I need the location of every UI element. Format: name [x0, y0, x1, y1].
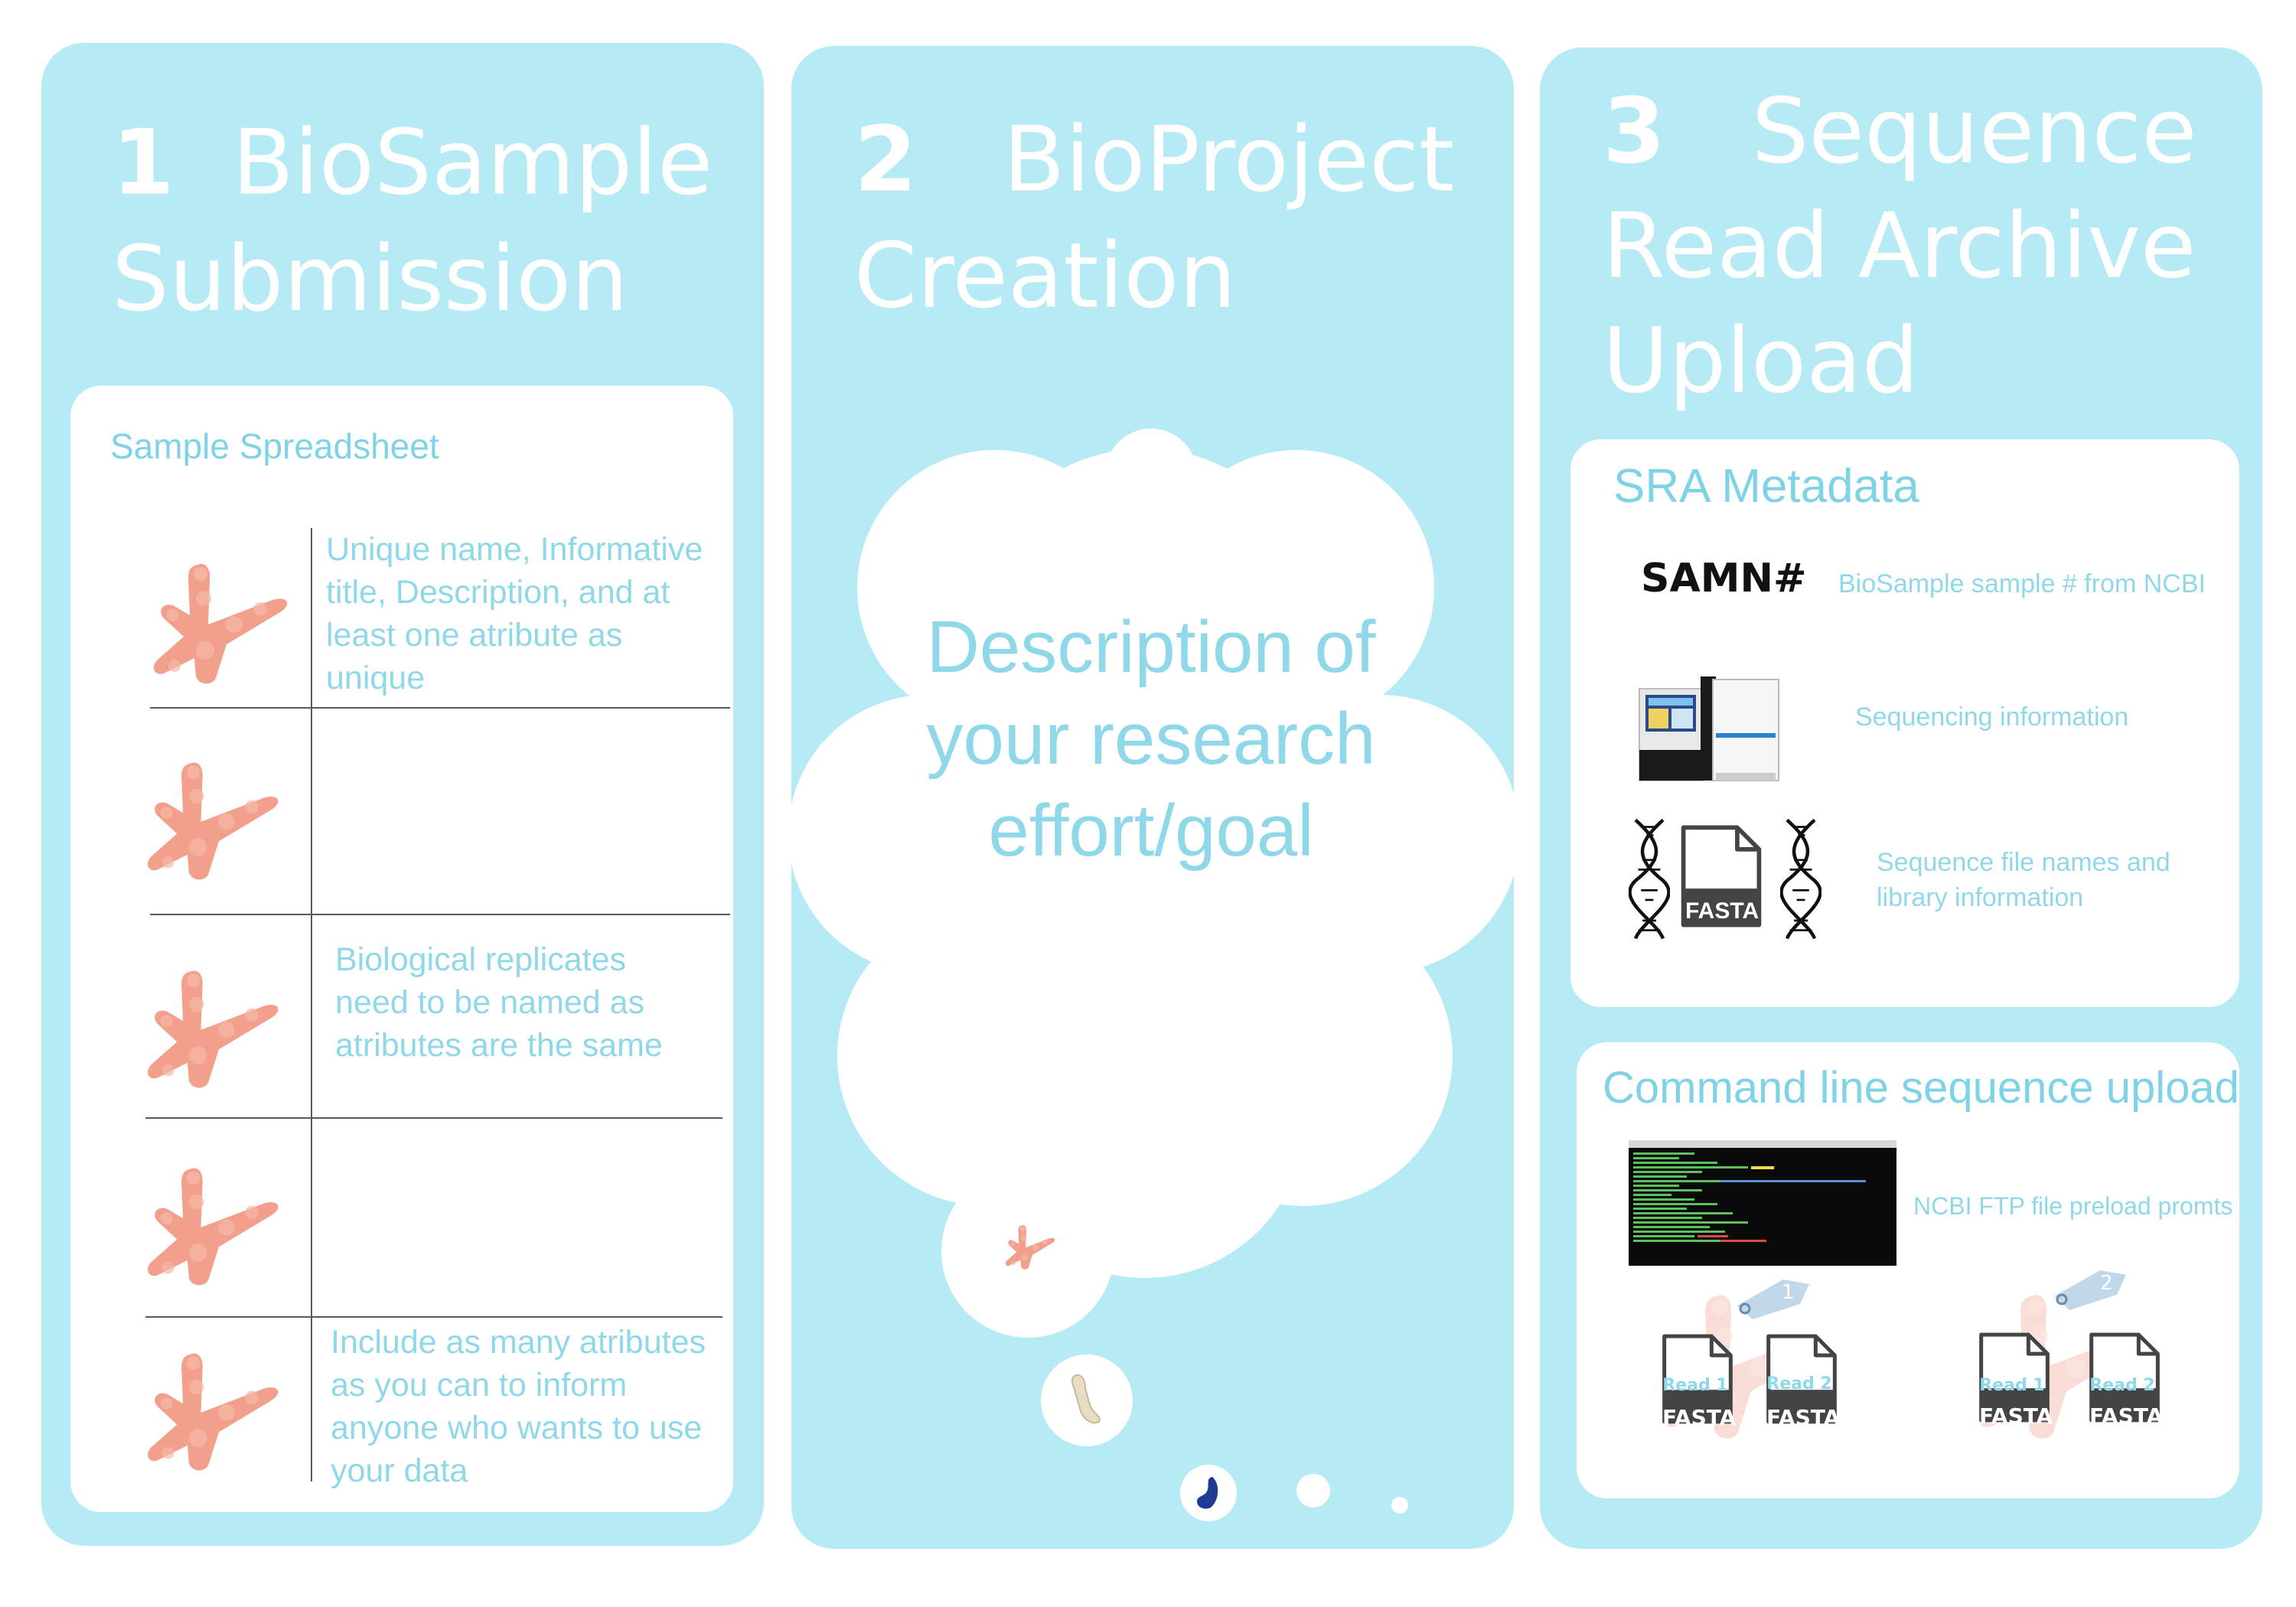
terminal-window-icon [1629, 1140, 1896, 1266]
fasta-label: FASTA [1766, 1405, 1841, 1430]
biosample-panel: 1 BioSample Submission Sample Spreadshee… [41, 43, 764, 1546]
tooth-icon [1071, 1374, 1101, 1424]
step-number: 2 [854, 106, 918, 212]
bioproject-panel: 2 BioProject Creation Description of you… [791, 46, 1514, 1549]
samn-label: SAMN# [1641, 556, 1807, 601]
starfish-sample-icon [144, 1341, 294, 1475]
research-description: Description of your research effort/goal [926, 606, 1376, 872]
file-description: Sequence file names and library informat… [1877, 848, 2170, 912]
starfish-sample-icon [150, 551, 303, 689]
sample-tag-icon [2054, 1270, 2126, 1310]
fasta-label: FASTA [1685, 898, 1760, 924]
ftp-description: NCBI FTP file preload promts [1913, 1192, 2233, 1220]
sra-panel: 3 Sequence Read Archive Upload SRA Metad… [1540, 47, 2262, 1549]
spreadsheet-row-divider [150, 707, 730, 709]
sample-spreadsheet-title: Sample Spreadsheet [110, 426, 439, 466]
step-number: 1 [112, 109, 175, 215]
step-title: Sequence Read Archive Upload [1603, 78, 2197, 413]
starfish-sample-icon [144, 1156, 294, 1290]
fasta-label: FASTA [1979, 1403, 2053, 1429]
row3-description: Biological replicates need to be named a… [335, 941, 663, 1064]
sample-tag-icon [1737, 1279, 1809, 1319]
spreadsheet-column-divider [311, 528, 312, 1482]
step-title: BioProject Creation [854, 106, 1455, 328]
biosample-panel-title: 1 BioSample Submission [112, 104, 739, 337]
seed-icon [1197, 1477, 1218, 1509]
read1-label: Read 1 [1662, 1376, 1728, 1395]
spreadsheet-row-divider [145, 1117, 722, 1119]
dna-helix-icon [1629, 811, 1670, 947]
sra-metadata-card: SRA Metadata SAMN# BioSample sample # fr… [1570, 439, 2239, 1007]
step-number: 3 [1603, 78, 1666, 184]
sra-metadata-title: SRA Metadata [1613, 460, 1919, 513]
sample-tag-label: 1 [1782, 1281, 1795, 1304]
read1-label: Read 1 [1979, 1376, 2045, 1395]
bioproject-panel-title: 2 BioProject Creation [854, 101, 1497, 334]
command-line-upload-title: Command line sequence upload [1603, 1063, 2239, 1113]
starfish-sample-icon [144, 958, 294, 1093]
starfish-sample-icon [144, 750, 294, 885]
samn-description: BioSample sample # from NCBI [1838, 569, 2206, 598]
sample-spreadsheet-card: Sample Spreadsheet Unique name, Informat… [70, 386, 733, 1512]
sra-panel-title: 3 Sequence Read Archive Upload [1603, 73, 2245, 418]
sequencer-icon [1639, 676, 1779, 781]
thought-bubble [1391, 1497, 1408, 1514]
fasta-label: FASTA [1662, 1405, 1737, 1430]
spreadsheet-row-divider [145, 1316, 722, 1318]
sequencing-description: Sequencing information [1855, 702, 2129, 732]
dna-helix-icon [1780, 811, 1821, 947]
read2-label: Read 2 [1766, 1374, 1832, 1393]
read2-label: Read 2 [2089, 1376, 2155, 1395]
starfish-icon [1004, 1220, 1061, 1272]
fasta-label: FASTA [2089, 1403, 2164, 1429]
step-title: BioSample Submission [112, 109, 713, 331]
spreadsheet-row-divider [150, 914, 730, 915]
thought-bubble [1296, 1474, 1330, 1508]
row5-description: Include as many atributes as you can to … [331, 1324, 706, 1489]
sample-tag-label: 2 [2100, 1272, 2113, 1295]
command-line-upload-card: Command line sequence upload [1577, 1042, 2239, 1498]
row1-description: Unique name, Informative title, Descript… [326, 531, 703, 696]
